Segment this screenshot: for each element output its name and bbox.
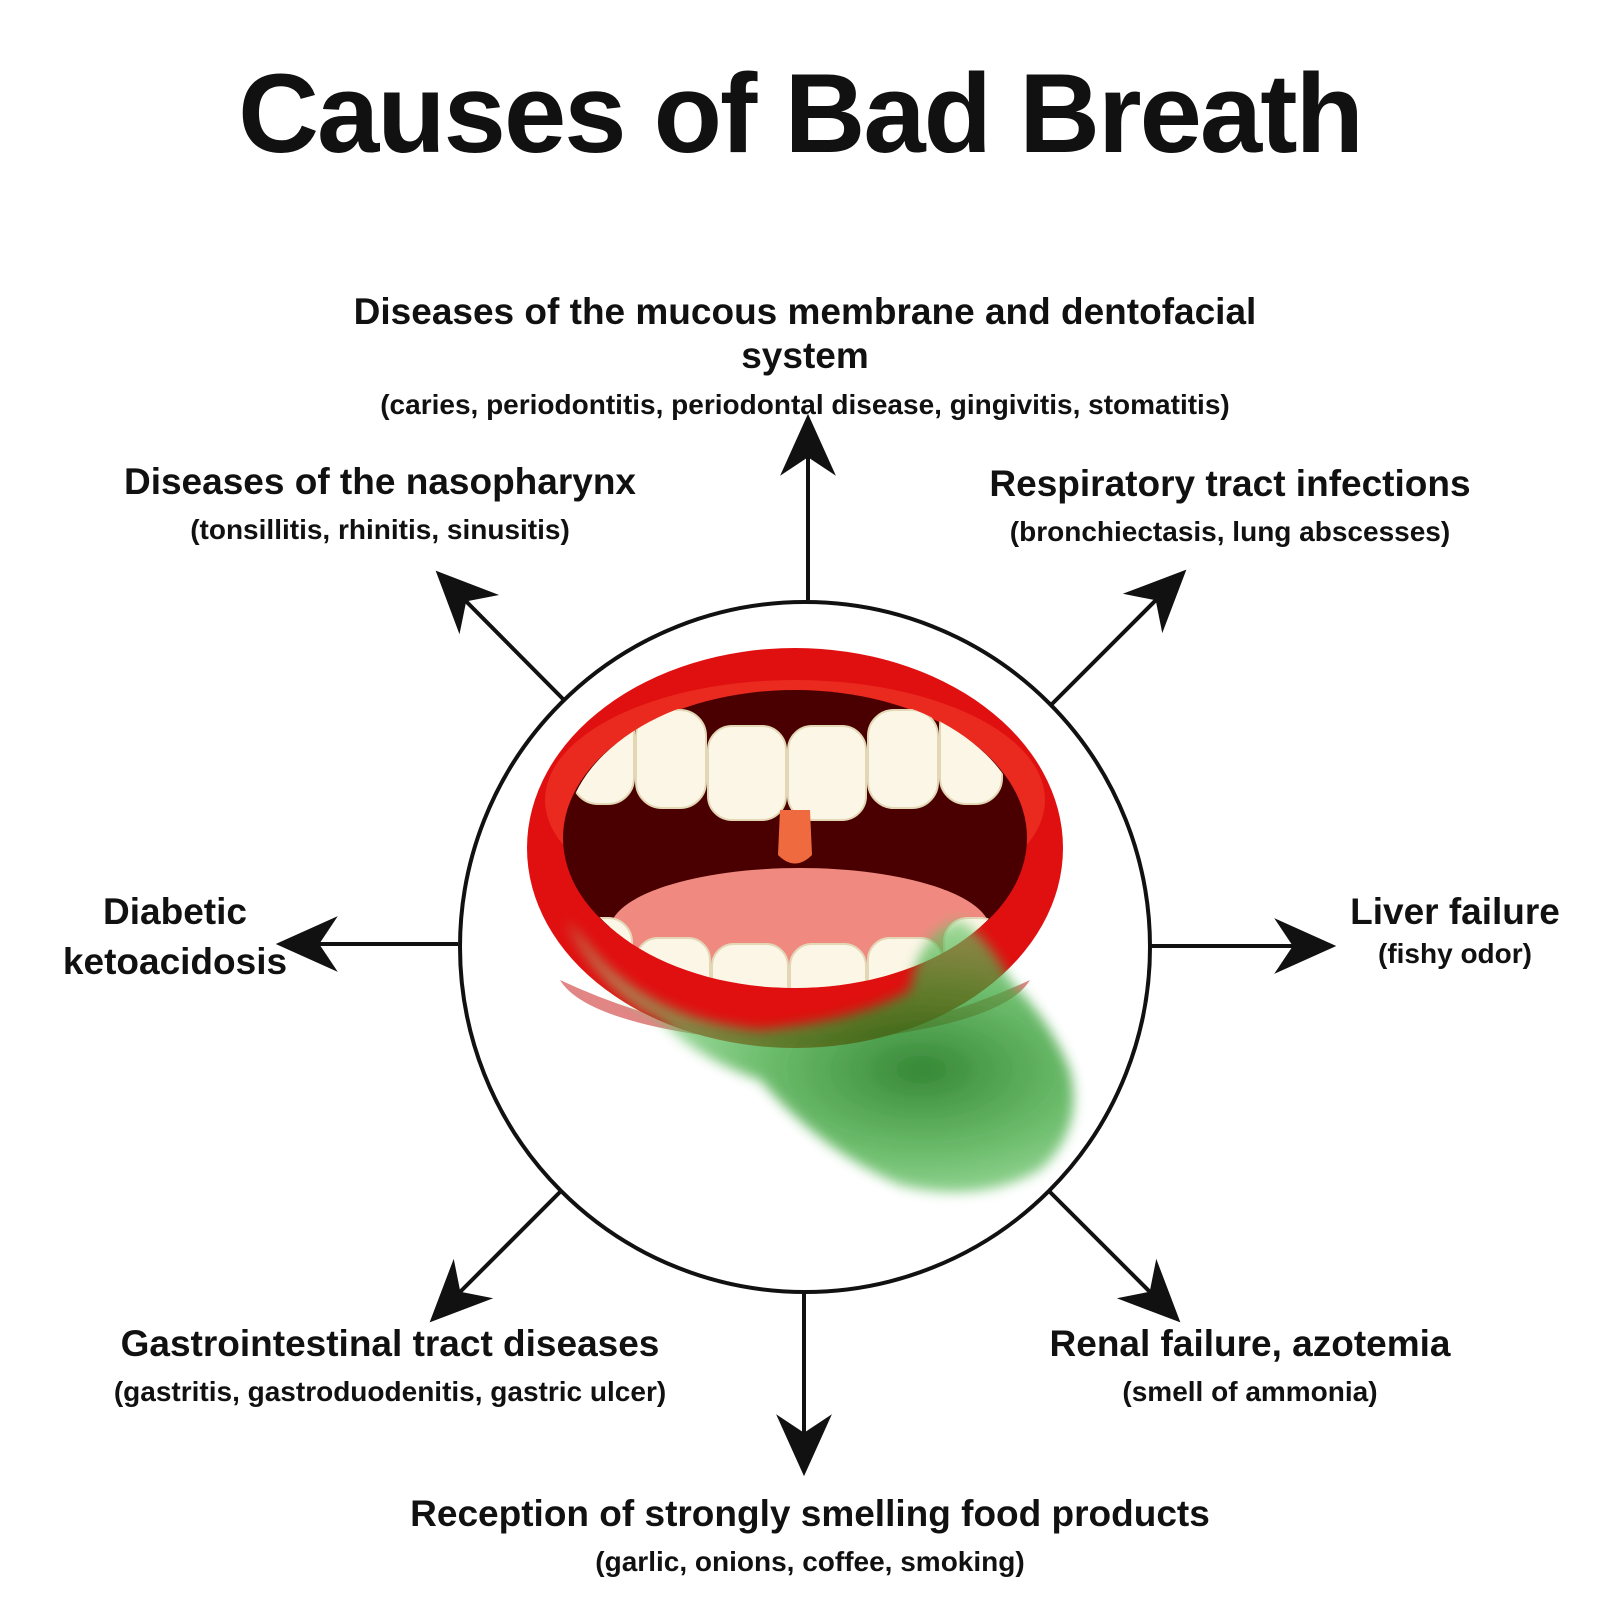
arrow-respiratory: [1050, 569, 1187, 706]
respiratory-heading: Respiratory tract infections: [989, 463, 1471, 504]
mucous-heading: Diseases of the mucous membrane and dent…: [353, 291, 1257, 377]
liver-heading: Liver failure: [1350, 891, 1560, 932]
arrow-renal: [1046, 1188, 1181, 1323]
uvula: [778, 810, 812, 864]
label-mucous: Diseases of the mucous membrane and dent…: [300, 290, 1310, 422]
arrow-nasopharynx: [435, 570, 566, 702]
label-liver: Liver failure (fishy odor): [1330, 890, 1580, 971]
gastro-detail: (gastritis, gastroduodenitis, gastric ul…: [113, 1376, 667, 1408]
renal-detail: (smell of ammonia): [1122, 1376, 1378, 1408]
food-detail: (garlic, onions, coffee, smoking): [595, 1546, 1025, 1578]
label-diabetic: Diabetic ketoacidosis: [50, 890, 300, 985]
liver-detail: (fishy odor): [1378, 938, 1532, 970]
arrow-gastro: [429, 1190, 562, 1323]
label-nasopharynx: Diseases of the nasopharynx (tonsillitis…: [120, 460, 640, 547]
page-title: Causes of Bad Breath: [238, 51, 1364, 176]
renal-heading: Renal failure, azotemia: [1049, 1323, 1451, 1364]
mucous-detail: (caries, periodontitis, periodontal dise…: [380, 388, 1230, 420]
odor-cloud: [566, 920, 1074, 1193]
gastro-heading: Gastrointestinal tract diseases: [120, 1323, 660, 1364]
nasopharynx-heading: Diseases of the nasopharynx: [123, 461, 637, 502]
food-heading: Reception of strongly smelling food prod…: [410, 1493, 1210, 1534]
diabetic-line2: ketoacidosis: [62, 941, 288, 983]
nasopharynx-detail: (tonsillitis, rhinitis, sinusitis): [190, 514, 570, 546]
respiratory-detail: (bronchiectasis, lung abscesses): [1009, 516, 1451, 548]
label-renal: Renal failure, azotemia (smell of ammoni…: [1030, 1322, 1470, 1409]
label-respiratory: Respiratory tract infections (bronchiect…: [980, 462, 1480, 549]
arrows: [275, 413, 1337, 1477]
diabetic-line1: Diabetic: [103, 891, 247, 932]
label-food: Reception of strongly smelling food prod…: [370, 1492, 1250, 1579]
label-gastro: Gastrointestinal tract diseases (gastrit…: [90, 1322, 690, 1409]
